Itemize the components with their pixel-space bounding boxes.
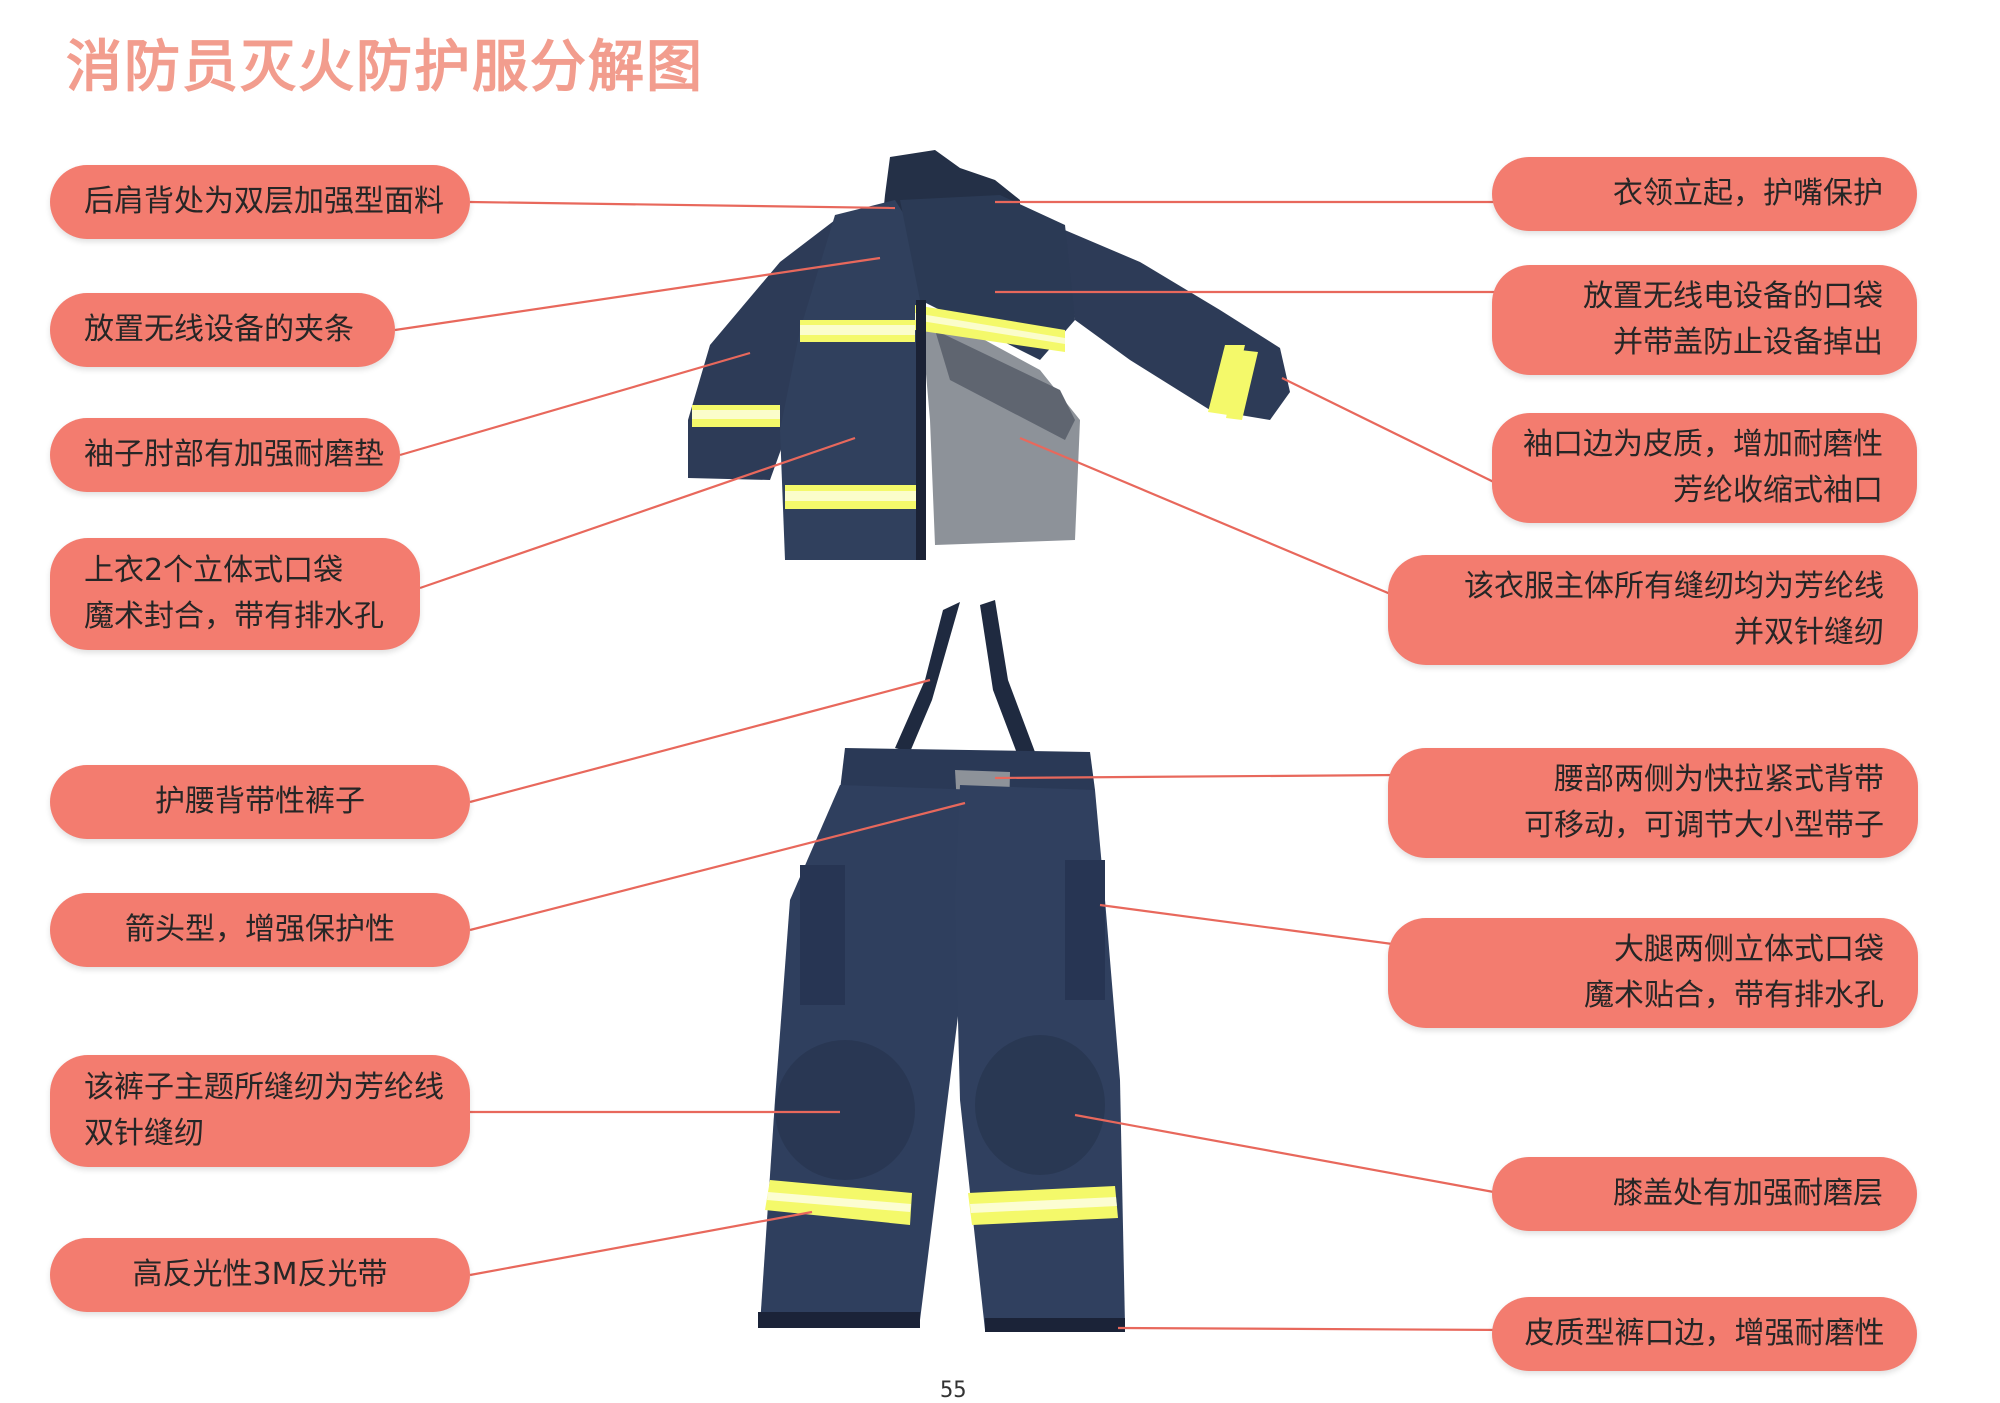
callout-elbow-pad: 袖子肘部有加强耐磨垫 (50, 418, 400, 492)
jacket-zipper (916, 300, 926, 560)
leader-r5 (994, 773, 1401, 780)
callout-collar: 衣领立起，护嘴保护 (1492, 157, 1917, 231)
leader-l4 (419, 436, 856, 590)
leader-l5 (469, 678, 931, 804)
trousers-illustration (758, 600, 1125, 1332)
page-number: 55 (940, 1378, 967, 1403)
leader-r3 (1281, 377, 1511, 491)
callout-radio-pocket: 放置无线电设备的口袋 并带盖防止设备掉出 (1492, 265, 1917, 375)
jacket-body-left (780, 200, 920, 560)
leader-lines (394, 200, 1511, 1332)
trousers-waist (840, 748, 1095, 790)
suspender-left (895, 602, 960, 752)
leader-l8 (469, 1210, 813, 1277)
leader-l3 (399, 351, 751, 457)
trousers-cuff-right (985, 1318, 1125, 1332)
callout-jacket-pockets: 上衣2个立体式口袋 魔术封合，带有排水孔 (50, 538, 420, 650)
leader-r6 (1099, 903, 1401, 947)
leader-r4 (1019, 436, 1401, 600)
callout-back-shoulder: 后肩背处为双层加强型面料 (50, 165, 470, 239)
jacket-right-sleeve (1060, 228, 1290, 420)
jacket-body-right (900, 195, 1075, 360)
callout-thigh-pockets: 大腿两侧立体式口袋 魔术贴合，带有排水孔 (1388, 918, 1918, 1028)
callout-cuff: 袖口边为皮质，增加耐磨性 芳纶收缩式袖口 (1492, 413, 1917, 523)
jacket-illustration (688, 150, 1290, 560)
trousers-cuff-left (758, 1312, 920, 1328)
callout-trouser-stitching: 该裤子主题所缝纫为芳纶线 双针缝纫 (50, 1055, 470, 1167)
callout-jacket-stitching: 该衣服主体所有缝纫均为芳纶线 并双针缝纫 (1388, 555, 1918, 665)
page-title: 消防员灭火防护服分解图 (66, 35, 704, 100)
callout-radio-clip: 放置无线设备的夹条 (50, 293, 395, 367)
leader-r7 (1074, 1113, 1511, 1197)
leader-l1 (469, 200, 896, 210)
callout-leather-hem: 皮质型裤口边，增强耐磨性 (1492, 1297, 1917, 1371)
callout-arrow-fly: 箭头型，增强保护性 (50, 893, 470, 967)
callout-knee-pad: 膝盖处有加强耐磨层 (1492, 1157, 1917, 1231)
callout-waist-straps: 腰部两侧为快拉紧式背带 可移动，可调节大小型带子 (1388, 748, 1918, 858)
suspender-right (980, 600, 1035, 756)
leader-r8 (1117, 1326, 1511, 1332)
leader-l6 (469, 801, 966, 932)
callout-suspender-trousers: 护腰背带性裤子 (50, 765, 470, 839)
jacket-stripe-right-sleeve (1208, 345, 1245, 415)
callout-reflective-tape: 高反光性3M反光带 (50, 1238, 470, 1312)
leader-l2 (394, 256, 881, 332)
